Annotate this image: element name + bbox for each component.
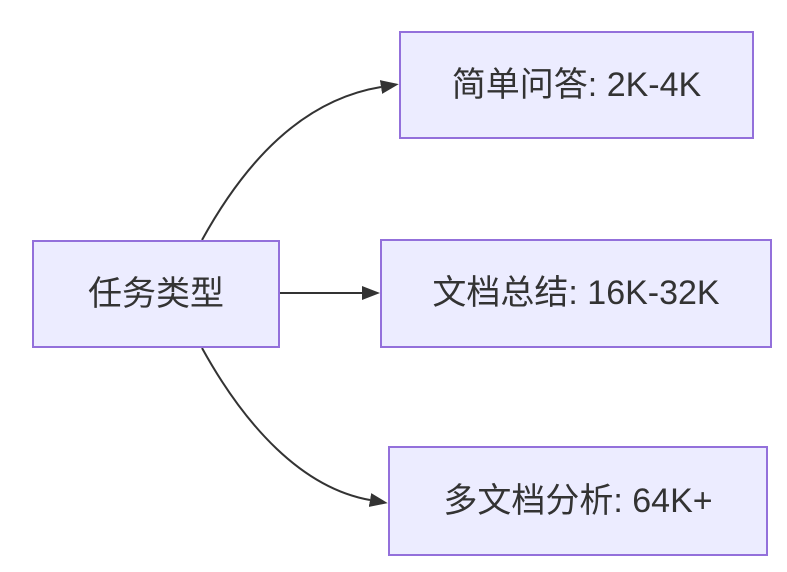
edge-task-type-to-multi-doc xyxy=(201,347,388,507)
node-simple-qa: 简单问答: 2K-4K xyxy=(399,31,754,139)
node-multi-doc: 多文档分析: 64K+ xyxy=(388,446,768,556)
node-task-type-label: 任务类型 xyxy=(88,274,224,313)
node-simple-qa-label: 简单问答: 2K-4K xyxy=(451,65,702,104)
node-doc-summary: 文档总结: 16K-32K xyxy=(380,239,772,348)
node-task-type: 任务类型 xyxy=(32,240,280,348)
node-multi-doc-label: 多文档分析: 64K+ xyxy=(443,481,713,520)
edge-task-type-to-simple-qa xyxy=(201,80,399,241)
node-doc-summary-label: 文档总结: 16K-32K xyxy=(432,274,720,313)
